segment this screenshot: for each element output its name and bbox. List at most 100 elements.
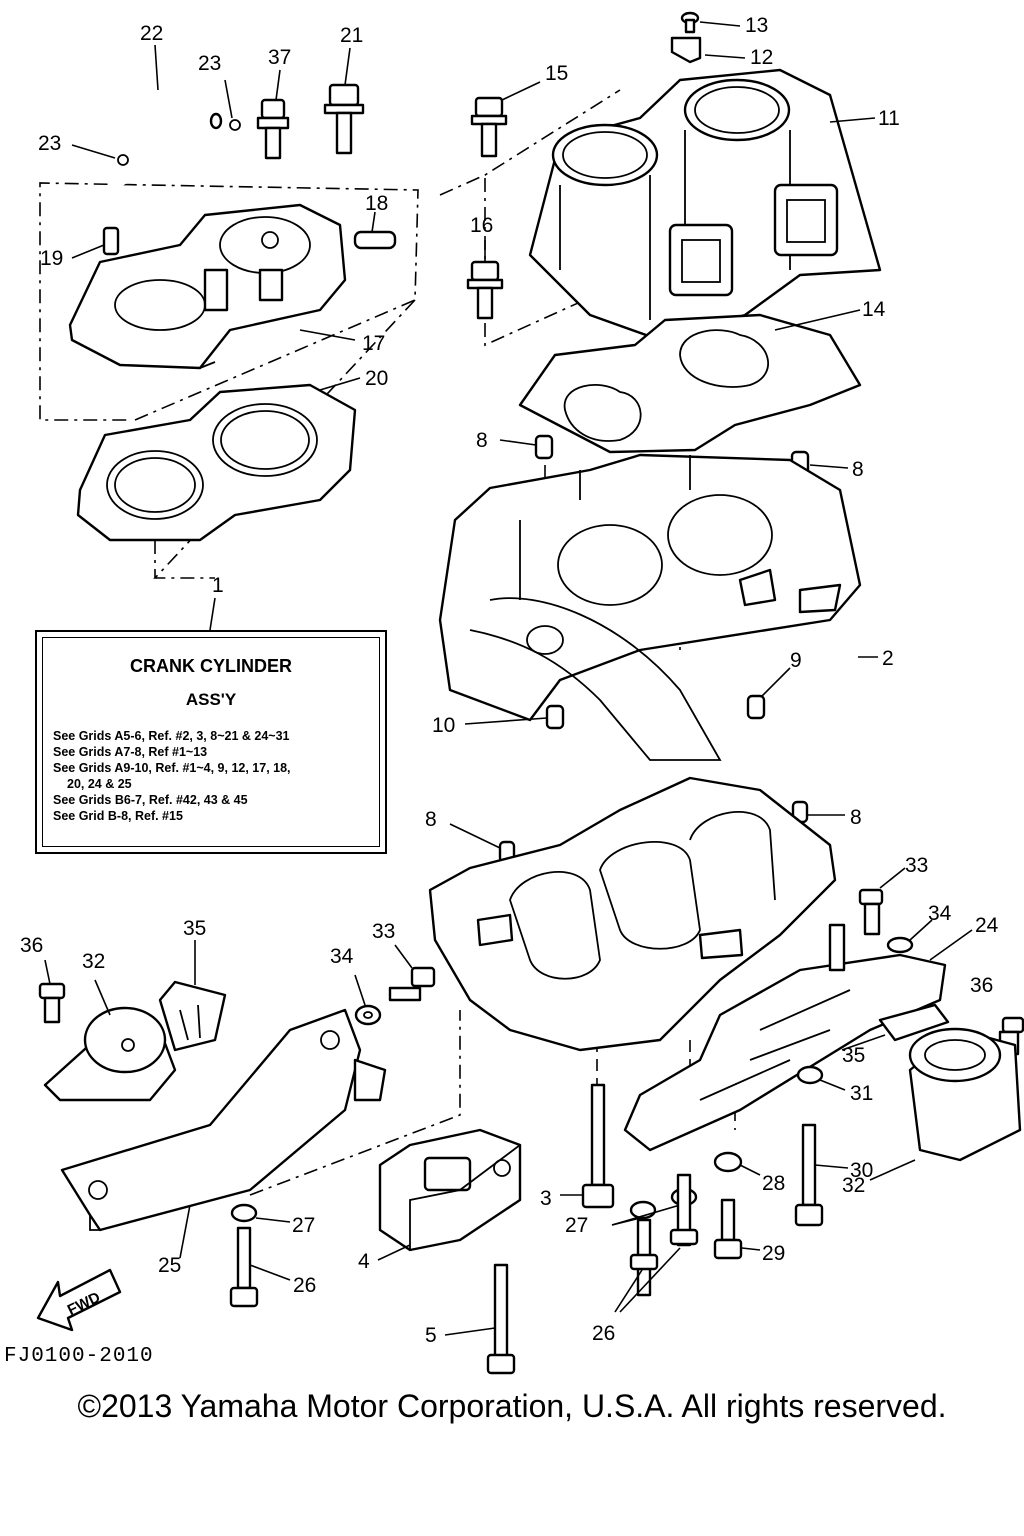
assembly-reference-box: CRANK CYLINDER ASS'Y See Grids A5-6, Ref… (35, 630, 387, 854)
bolt-part-3 (560, 1083, 615, 1209)
callout-26: 26 (293, 1274, 316, 1297)
callout-35: 35 (183, 917, 206, 940)
pin-part-19 (71, 226, 120, 259)
bolt-part-26-center-left (614, 1218, 659, 1313)
bolt-part-5 (444, 1263, 516, 1375)
callout-37: 37 (268, 46, 291, 69)
callout-22: 22 (140, 22, 163, 45)
callout-36: 36 (20, 934, 43, 957)
assembly-grid-references: See Grids A5-6, Ref. #2, 3, 8~21 & 24~31… (53, 728, 291, 824)
callout-27: 27 (292, 1214, 315, 1237)
washer-part-34-left (354, 974, 382, 1026)
dowel-part-18 (353, 211, 397, 250)
bolt-part-16 (466, 240, 504, 320)
clamp-part-23-lower (71, 144, 129, 166)
callout-8: 8 (852, 458, 864, 481)
mount-bracket-part-25 (60, 1008, 387, 1259)
dowel-part-10 (464, 704, 565, 730)
block-part-4 (377, 1128, 522, 1261)
callout-33: 33 (905, 854, 928, 877)
bolt-part-29 (713, 1198, 761, 1260)
callout-21: 21 (340, 24, 363, 47)
callout-4: 4 (358, 1250, 370, 1273)
callout-12: 12 (750, 46, 773, 69)
dowel-part-8-lower-left (449, 823, 516, 864)
callout-18: 18 (365, 192, 388, 215)
head-cover-part-17 (68, 203, 356, 370)
screw-part-13 (680, 11, 741, 34)
grid-reference-line: See Grids B6-7, Ref. #42, 43 & 45 (53, 793, 248, 807)
dowel-part-9 (746, 667, 791, 720)
washer-part-27-left (230, 1203, 291, 1223)
drawing-code: FJ0100-2010 (4, 1345, 154, 1368)
callout-35: 35 (842, 1044, 865, 1067)
washer-part-28 (713, 1151, 761, 1176)
bolt-part-26-center-right (619, 1173, 699, 1313)
callout-26: 26 (592, 1322, 615, 1345)
callout-9: 9 (790, 649, 802, 672)
callout-11: 11 (878, 107, 900, 130)
lower-crankcase (428, 776, 837, 1052)
callout-30: 30 (850, 1159, 873, 1182)
callout-28: 28 (762, 1172, 785, 1195)
bolt-part-33-left (388, 944, 436, 1002)
callout-34: 34 (330, 945, 354, 968)
callout-33: 33 (372, 920, 395, 943)
callout-23: 23 (198, 52, 221, 75)
callout-13: 13 (745, 14, 768, 37)
clamp-part-23-upper (224, 79, 241, 131)
assembly-title: CRANK CYLINDER (130, 656, 292, 676)
washer-part-31 (796, 1065, 846, 1091)
callout-31: 31 (850, 1082, 873, 1105)
callout-1: 1 (212, 574, 224, 597)
base-gasket-part-14 (518, 309, 862, 454)
callout-3: 3 (540, 1187, 552, 1210)
callout-32: 32 (82, 950, 105, 973)
stopper-part-35-right (841, 1003, 950, 1051)
grid-reference-line: See Grids A7-8, Ref #1~13 (53, 745, 208, 759)
callout-5: 5 (425, 1324, 437, 1347)
grid-reference-line: See Grids A9-10, Ref. #1~4, 9, 12, 17, 1… (53, 761, 291, 775)
upper-crankcase-part-2 (438, 453, 878, 761)
bolt-part-33-right (858, 867, 906, 936)
callout-20: 20 (365, 367, 388, 390)
fitting-part-37 (256, 69, 290, 160)
callout-8: 8 (850, 806, 862, 829)
callout-14: 14 (862, 298, 886, 321)
grid-reference-line: See Grid B-8, Ref. #15 (53, 809, 183, 823)
rubber-mount-part-32-left (43, 979, 177, 1102)
rubber-mount-part-32-right (869, 1027, 1022, 1181)
callout-15: 15 (545, 62, 568, 85)
hose-part-22 (107, 88, 223, 196)
callout-24: 24 (975, 914, 999, 937)
callout-36: 36 (970, 974, 993, 997)
bolt-part-30 (794, 1123, 849, 1227)
callout-8: 8 (476, 429, 488, 452)
dowel-part-8-upper-left (499, 434, 554, 460)
bracket-part-12 (670, 36, 746, 64)
grid-reference-line: 20, 24 & 25 (67, 777, 132, 791)
callout-labels: 22 23 37 21 13 12 15 11 23 18 19 16 14 1… (20, 14, 999, 1347)
bolt-part-26-left (229, 1226, 291, 1308)
callout-8: 8 (425, 808, 437, 831)
callout-27: 27 (565, 1214, 588, 1237)
callout-2: 2 (882, 647, 894, 670)
bolt-part-36-left (38, 959, 66, 1024)
callout-25: 25 (158, 1254, 181, 1277)
bolt-part-21 (323, 47, 365, 155)
copyright-notice: ©2013 Yamaha Motor Corporation, U.S.A. A… (77, 1388, 947, 1424)
callout-19: 19 (40, 247, 63, 270)
callout-10: 10 (432, 714, 455, 737)
forward-arrow-icon: FWD (36, 1268, 122, 1332)
callout-32: 32 (842, 1174, 865, 1197)
callout-34: 34 (928, 902, 952, 925)
grid-reference-line: See Grids A5-6, Ref. #2, 3, 8~21 & 24~31 (53, 729, 290, 743)
cylinder-part-11 (528, 68, 882, 342)
bolt-part-15 (470, 81, 541, 158)
callout-23: 23 (38, 132, 61, 155)
head-gasket-part-20 (76, 377, 361, 542)
dowel-part-8-lower-right (791, 800, 845, 824)
callout-17: 17 (362, 332, 385, 355)
stopper-part-35-left (158, 940, 227, 1052)
